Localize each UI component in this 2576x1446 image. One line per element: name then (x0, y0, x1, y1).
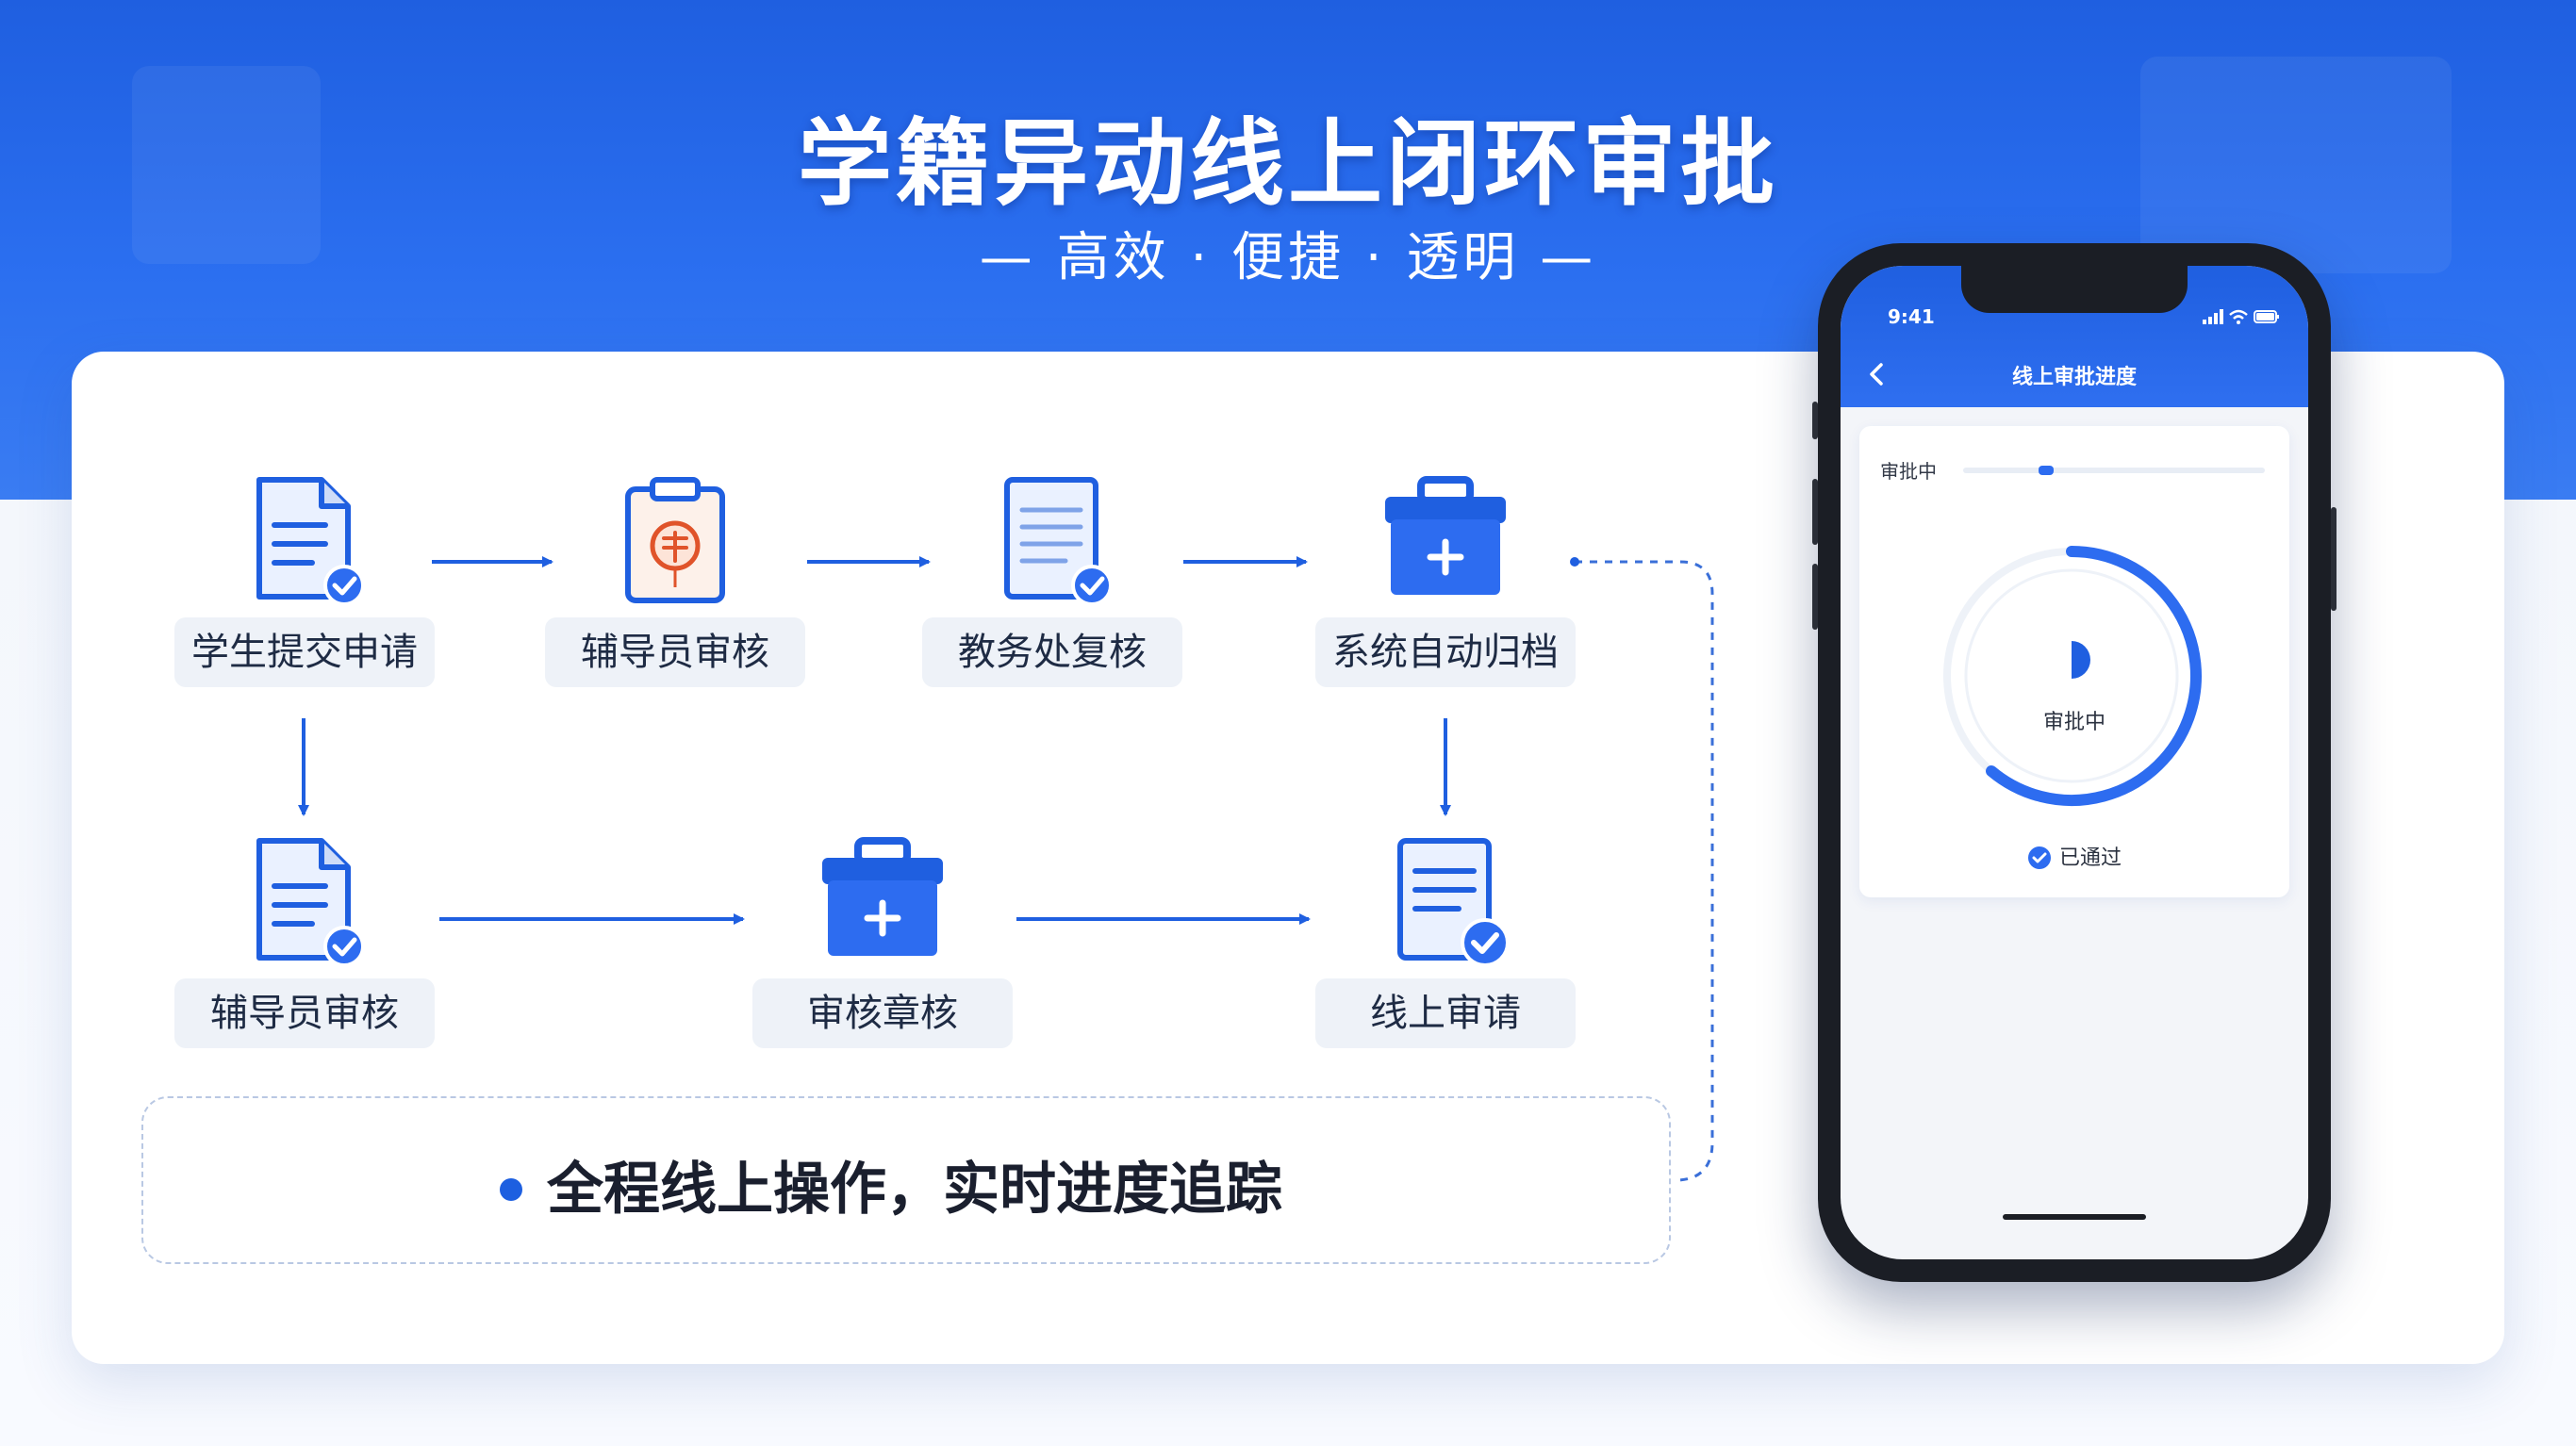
flow-step-label: 教务处复核 (922, 617, 1182, 687)
archive-box-icon (822, 837, 943, 956)
flow-step-student-submit: 学生提交申请 (174, 476, 435, 689)
progress-track (1963, 466, 2265, 475)
flow-step-counselor-review: 辅导员审核 (545, 476, 805, 689)
check-circle-icon (2027, 846, 2051, 869)
phone-mockup: 9:41 线上审批进度 审批中 (1812, 243, 2337, 1282)
hero-decoration (2140, 57, 2452, 273)
status-time: 9:41 (1888, 305, 1935, 328)
flow-step-online-request: 线上审请 (1315, 837, 1576, 1050)
flow-step-label: 线上审请 (1315, 978, 1576, 1048)
phone-notch (1961, 266, 2188, 313)
passed-status: 已通过 (1859, 841, 2289, 871)
phone-side-button (1812, 479, 1818, 545)
page-subtitle: — 高效 · 便捷 · 透明 — (979, 227, 1597, 288)
flow-step-label: 系统自动归档 (1315, 617, 1576, 687)
phone-side-button (1812, 402, 1818, 439)
archive-box-icon (1385, 476, 1506, 595)
document-check-icon (256, 477, 365, 606)
flow-step-label: 审核章核 (752, 978, 1013, 1048)
progress-fill (2039, 466, 2054, 475)
app-title: 线上审批进度 (2011, 366, 2137, 389)
document-check-icon (256, 838, 365, 967)
passed-label: 已通过 (2058, 846, 2122, 870)
bullet-dot (500, 1178, 522, 1201)
approval-status-card: 审批中 审批中 已通过 (1859, 426, 2289, 897)
phone-power-button (2331, 507, 2337, 611)
status-label: 审批中 (1880, 460, 1937, 483)
page-title: 学籍异动线上闭环审批 (798, 108, 1778, 219)
note-box (141, 1096, 1671, 1264)
flow-step-academic-recheck: 教务处复核 (922, 476, 1182, 689)
document-check-icon (1397, 838, 1510, 967)
wifi-icon (2229, 309, 2248, 324)
phone-screen: 9:41 线上审批进度 审批中 (1841, 266, 2308, 1259)
note-text: 全程线上操作，实时进度追踪 (547, 1157, 1282, 1223)
flow-step-label: 辅导员审核 (545, 617, 805, 687)
ring-label: 审批中 (2042, 711, 2105, 734)
progress-ring (1943, 546, 2202, 806)
flow-step-auto-archive: 系统自动归档 (1315, 476, 1576, 689)
hero-decoration (132, 66, 321, 264)
document-check-icon (1004, 477, 1113, 606)
home-indicator (2003, 1214, 2146, 1220)
flow-step-label: 辅导员审核 (174, 978, 435, 1048)
battery-icon (2254, 310, 2279, 323)
flow-step-seal-review: 审核章核 (752, 837, 1013, 1050)
flow-step-label: 学生提交申请 (174, 617, 435, 687)
signal-icon (2203, 309, 2223, 324)
phone-side-button (1812, 564, 1818, 630)
flow-step-counselor-review-2: 辅导员审核 (174, 837, 435, 1050)
clipboard-seal-icon (625, 477, 725, 603)
back-icon[interactable] (1865, 360, 1888, 388)
